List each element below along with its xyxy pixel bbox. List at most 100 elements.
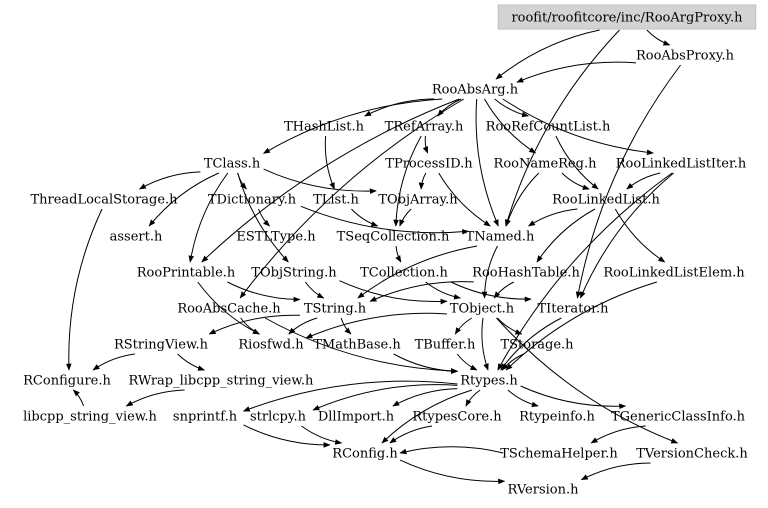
node-tmathbase[interactable]: TMathBase.h bbox=[313, 338, 401, 353]
node-tnamed[interactable]: TNamed.h bbox=[466, 230, 535, 245]
node-roolinkedlistiter[interactable]: RooLinkedListIter.h bbox=[616, 157, 747, 172]
node-label: RooLinkedList.h bbox=[552, 193, 660, 208]
node-tdictionary[interactable]: TDictionary.h bbox=[208, 193, 297, 208]
node-rtypeinfo[interactable]: Rtypeinfo.h bbox=[519, 410, 595, 425]
root-node[interactable]: roofit/roofitcore/inc/RooArgProxy.h bbox=[497, 4, 757, 30]
node-rtypescore[interactable]: RtypesCore.h bbox=[412, 410, 502, 425]
node-label: RConfig.h bbox=[332, 447, 398, 462]
edge-roohashtable-to-tobject bbox=[493, 281, 515, 299]
edge-roolinkedlist-to-roolinkedlistelem bbox=[614, 208, 666, 263]
node-tseqcollection[interactable]: TSeqCollection.h bbox=[337, 230, 450, 245]
node-roolinkedlist[interactable]: RooLinkedList.h bbox=[552, 193, 660, 208]
node-rstringview[interactable]: RStringView.h bbox=[114, 338, 209, 353]
node-rconfig[interactable]: RConfig.h bbox=[332, 447, 398, 462]
edge-tnamed-to-tobject bbox=[481, 245, 498, 299]
edge-tobject-to-tversioncheck bbox=[496, 317, 679, 444]
edge-tobject-to-rtypes bbox=[481, 317, 489, 371]
edge-tclass-to-threadlocalstorage bbox=[138, 171, 201, 190]
edge-rtypes-to-snprintf bbox=[242, 380, 458, 412]
node-rooprintable[interactable]: RooPrintable.h bbox=[137, 266, 236, 281]
edge-tstring-to-riosfwd bbox=[288, 317, 318, 335]
node-label: TSchemaHelper.h bbox=[500, 447, 618, 462]
node-label: TList.h bbox=[313, 193, 359, 208]
edge-rtypes-to-rconfig bbox=[381, 389, 473, 444]
edge-roonamereg-to-roolinkedlist bbox=[561, 172, 590, 190]
node-rwrap[interactable]: RWrap_libcpp_string_view.h bbox=[129, 374, 315, 389]
node-label: RooHashTable.h bbox=[472, 266, 580, 281]
edge-tdictionary-to-estltype bbox=[258, 208, 271, 227]
edge-root-to-rooabsproxy bbox=[646, 29, 671, 46]
node-tcollection[interactable]: TCollection.h bbox=[360, 266, 448, 281]
node-rversion[interactable]: RVersion.h bbox=[508, 483, 580, 498]
node-label: TMathBase.h bbox=[313, 338, 401, 353]
node-label: RWrap_libcpp_string_view.h bbox=[129, 374, 315, 389]
edge-rooabsarg-to-roorefcountlist bbox=[494, 98, 529, 118]
node-roohashtable[interactable]: RooHashTable.h bbox=[472, 266, 580, 281]
edge-strlcpy-to-rconfig bbox=[301, 425, 343, 445]
node-label: Rtypes.h bbox=[460, 374, 518, 389]
node-tstorage[interactable]: TStorage.h bbox=[500, 338, 574, 353]
node-tversioncheck[interactable]: TVersionCheck.h bbox=[636, 447, 748, 462]
node-thashlist[interactable]: THashList.h bbox=[284, 120, 365, 135]
edge-rooabsarg-to-roonamereg bbox=[484, 98, 537, 154]
edge-trefarray-to-tseqcollection bbox=[393, 135, 422, 227]
edge-root-to-tnamed bbox=[504, 29, 620, 227]
node-roonamereg[interactable]: RooNameReg.h bbox=[494, 157, 598, 172]
node-riosfwd[interactable]: Riosfwd.h bbox=[238, 338, 304, 353]
node-rtypes[interactable]: Rtypes.h bbox=[460, 374, 518, 389]
node-tobjarray[interactable]: TObjArray.h bbox=[378, 193, 458, 208]
edge-rconfig-to-rversion bbox=[399, 459, 506, 485]
node-label: RooRefCountList.h bbox=[486, 120, 611, 135]
edge-roohashtable-to-tstring bbox=[369, 281, 474, 302]
node-rooabsproxy[interactable]: RooAbsProxy.h bbox=[636, 49, 735, 64]
node-tobjstring[interactable]: TObjString.h bbox=[251, 266, 337, 281]
edge-roolinkedlist-to-roohashtable bbox=[536, 208, 596, 263]
node-label: TObject.h bbox=[450, 302, 515, 317]
node-label: ThreadLocalStorage.h bbox=[30, 193, 178, 208]
edge-libcpp-to-rconfigure bbox=[72, 389, 85, 407]
edge-roorefcountlist-to-roolinkedlist bbox=[555, 135, 599, 190]
root-node-box bbox=[497, 4, 757, 30]
node-rooabscache[interactable]: RooAbsCache.h bbox=[177, 302, 281, 317]
node-tclass[interactable]: TClass.h bbox=[204, 157, 261, 172]
node-rooabsarg[interactable]: RooAbsArg.h bbox=[432, 83, 519, 98]
node-roorefcountlist[interactable]: RooRefCountList.h bbox=[486, 120, 611, 135]
edge-rtypes-to-strlcpy bbox=[312, 384, 458, 411]
node-dllimport[interactable]: DllImport.h bbox=[318, 410, 395, 425]
node-tobject[interactable]: TObject.h bbox=[450, 302, 515, 317]
node-tschemahelper[interactable]: TSchemaHelper.h bbox=[500, 447, 618, 462]
node-label: RtypesCore.h bbox=[412, 410, 502, 425]
edge-thashlist-to-tlist bbox=[324, 135, 335, 190]
edge-rtypes-to-rtypeinfo bbox=[507, 389, 539, 408]
edge-rooabsarg-to-roolinkedlistiter bbox=[502, 98, 654, 156]
edge-rtypes-to-rtypescore bbox=[465, 389, 481, 407]
node-snprintf[interactable]: snprintf.h bbox=[173, 410, 238, 425]
node-label: RooAbsCache.h bbox=[177, 302, 281, 317]
node-trefarray[interactable]: TRefArray.h bbox=[385, 120, 464, 135]
edge-tprocessid-to-tnamed bbox=[438, 172, 491, 227]
node-roolinkedlistelem[interactable]: RooLinkedListElem.h bbox=[603, 266, 745, 281]
edge-tclass-to-tobjstring bbox=[237, 172, 289, 263]
edge-tobjstring-to-tobject bbox=[339, 280, 448, 305]
node-label: Rtypeinfo.h bbox=[519, 410, 595, 425]
node-tgenericclassinfo[interactable]: TGenericClassInfo.h bbox=[611, 410, 746, 425]
node-tstring[interactable]: TString.h bbox=[304, 302, 367, 317]
node-rconfigure[interactable]: RConfigure.h bbox=[23, 374, 111, 389]
node-tlist[interactable]: TList.h bbox=[313, 193, 359, 208]
edge-rooprintable-to-tstring bbox=[227, 281, 301, 303]
node-titerator[interactable]: TIterator.h bbox=[537, 302, 609, 317]
node-tbuffer[interactable]: TBuffer.h bbox=[415, 338, 476, 353]
edge-rtypes-to-dllimport bbox=[392, 388, 458, 407]
node-threadlocalstorage[interactable]: ThreadLocalStorage.h bbox=[30, 193, 178, 208]
node-label: TDictionary.h bbox=[208, 193, 297, 208]
node-estltype[interactable]: ESTLType.h bbox=[236, 230, 316, 245]
node-assert[interactable]: assert.h bbox=[110, 230, 163, 245]
edge-rwrap-to-libcpp bbox=[125, 389, 185, 407]
edge-tseqcollection-to-tcollection bbox=[395, 245, 402, 263]
node-label: RooLinkedListElem.h bbox=[603, 266, 745, 281]
node-libcpp[interactable]: libcpp_string_view.h bbox=[23, 410, 157, 425]
node-strlcpy[interactable]: strlcpy.h bbox=[250, 410, 307, 425]
node-label: RooAbsProxy.h bbox=[636, 49, 735, 64]
node-label: libcpp_string_view.h bbox=[23, 410, 157, 425]
node-tprocessid[interactable]: TProcessID.h bbox=[385, 157, 473, 172]
